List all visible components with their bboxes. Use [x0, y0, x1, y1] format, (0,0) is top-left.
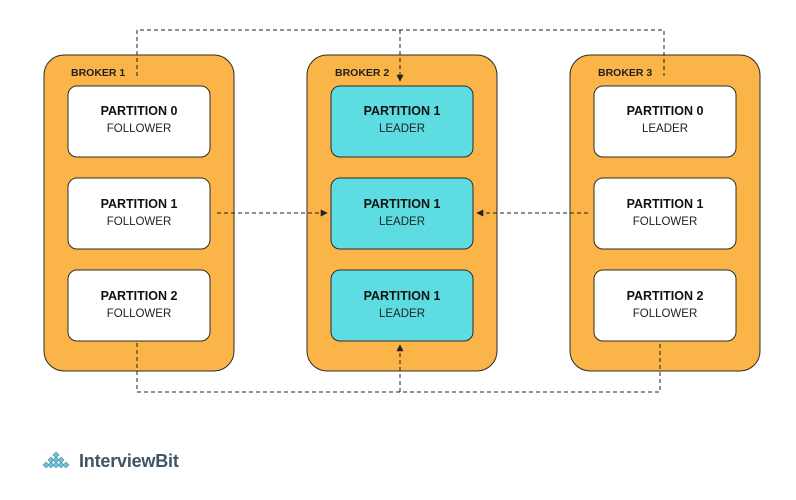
partition-box [67, 269, 211, 342]
broker-2-partition-2: PARTITION 1 LEADER [330, 269, 474, 342]
broker-3-label: BROKER 3 [598, 67, 652, 79]
partition-title: PARTITION 2 [101, 289, 178, 303]
broker-3: BROKER 3 PARTITION 0 LEADER PARTITION 1 … [569, 54, 761, 372]
broker-2-partition-0: PARTITION 1 LEADER [330, 85, 474, 158]
partition-role: LEADER [379, 123, 425, 135]
partition-role: FOLLOWER [107, 123, 172, 135]
partition-title: PARTITION 1 [364, 289, 441, 303]
broker-1-partition-1: PARTITION 1 FOLLOWER [67, 177, 211, 250]
partition-title: PARTITION 2 [627, 289, 704, 303]
broker-3-partition-2: PARTITION 2 FOLLOWER [593, 269, 737, 342]
partition-title: PARTITION 0 [627, 104, 704, 118]
partition-role: FOLLOWER [633, 216, 698, 228]
broker-1-label: BROKER 1 [71, 67, 125, 79]
partition-role: FOLLOWER [633, 308, 698, 320]
partition-box [67, 177, 211, 250]
replication-arrow-bottom [136, 343, 661, 393]
partition-role: FOLLOWER [107, 216, 172, 228]
partition-role: LEADER [379, 308, 425, 320]
partition-box [67, 85, 211, 158]
broker-1-partition-2: PARTITION 2 FOLLOWER [67, 269, 211, 342]
broker-2: BROKER 2 PARTITION 1 LEADER PARTITION 1 … [306, 54, 498, 372]
partition-role: FOLLOWER [107, 308, 172, 320]
partition-box [593, 269, 737, 342]
broker-2-partition-1: PARTITION 1 LEADER [330, 177, 474, 250]
partition-title: PARTITION 1 [627, 197, 704, 211]
partition-title: PARTITION 1 [364, 104, 441, 118]
partition-title: PARTITION 0 [101, 104, 178, 118]
interviewbit-logo-text: InterviewBit [79, 450, 179, 471]
partition-title: PARTITION 1 [364, 197, 441, 211]
broker-1-partition-0: PARTITION 0 FOLLOWER [67, 85, 211, 158]
broker-3-partition-1: PARTITION 1 FOLLOWER [593, 177, 737, 250]
interviewbit-logo-icon [42, 451, 70, 469]
partition-box [330, 269, 474, 342]
partition-role: LEADER [642, 123, 688, 135]
partition-role: LEADER [379, 216, 425, 228]
broker-2-label: BROKER 2 [335, 67, 389, 79]
partition-box [330, 177, 474, 250]
partition-box [593, 177, 737, 250]
partition-box [330, 85, 474, 158]
partition-title: PARTITION 1 [101, 197, 178, 211]
broker-3-partition-0: PARTITION 0 LEADER [593, 85, 737, 158]
partition-box [593, 85, 737, 158]
interviewbit-logo: InterviewBit [38, 448, 179, 474]
broker-1: BROKER 1 PARTITION 0 FOLLOWER PARTITION … [43, 54, 235, 372]
replication-arrow-top [136, 29, 665, 81]
